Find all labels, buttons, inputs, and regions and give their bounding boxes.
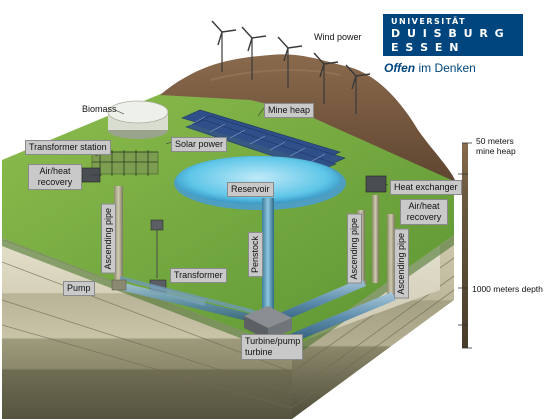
label-penstock: Penstock — [248, 232, 263, 278]
biomass-plant — [107, 100, 169, 139]
logo-line-3: E S S E N — [391, 41, 460, 54]
tunnel-network — [120, 276, 396, 344]
label-heat-exchanger: Heat exchanger — [390, 180, 462, 195]
slogan-bold: Offen — [384, 61, 416, 75]
logo-line-1: UNIVERSITÄT — [391, 17, 467, 26]
scale-label-bottom: 1000 meters depth — [472, 284, 543, 294]
label-air-heat-recovery-right: Air/heat recovery — [400, 199, 448, 225]
reservoir-water — [176, 156, 340, 204]
label-solar-power: Solar power — [171, 137, 228, 152]
ascending-pipe-right-b-shaft — [387, 214, 395, 296]
label-ascending-pipe-right-b: Ascending pipe — [394, 229, 409, 299]
scale-label-top: 50 meters mine heap — [476, 136, 516, 156]
label-turbine-pump-turbine: Turbine/pump turbine — [241, 334, 303, 360]
label-biomass: Biomass — [82, 104, 117, 114]
slogan-rest: im Denken — [415, 61, 476, 75]
mine-heap-hill — [160, 54, 456, 183]
university-logo: UNIVERSITÄT D U I S B U R G E S S E N — [383, 14, 523, 56]
pump-unit — [111, 279, 127, 291]
logo-line-2: D U I S B U R G — [391, 27, 506, 40]
logo-slogan: Offen im Denken — [384, 61, 476, 75]
penstock-shaft — [262, 198, 274, 318]
wind-turbines — [211, 20, 371, 114]
label-ascending-pipe-right-a: Ascending pipe — [347, 214, 362, 284]
label-mine-heap: Mine heap — [264, 103, 315, 118]
label-wind-power: Wind power — [314, 32, 362, 42]
label-ascending-pipe-left: Ascending pipe — [101, 204, 116, 274]
heat-exchanger-unit — [365, 175, 387, 193]
solar-field — [181, 109, 346, 172]
label-reservoir: Reservoir — [227, 182, 274, 197]
label-transformer: Transformer — [170, 268, 227, 283]
ascending-pipe-left-shaft — [114, 186, 123, 284]
label-pump: Pump — [63, 281, 95, 296]
label-air-heat-recovery-left: Air/heat recovery — [28, 164, 82, 190]
label-transformer-station: Transformer station — [25, 140, 111, 155]
depth-scale — [458, 142, 472, 349]
